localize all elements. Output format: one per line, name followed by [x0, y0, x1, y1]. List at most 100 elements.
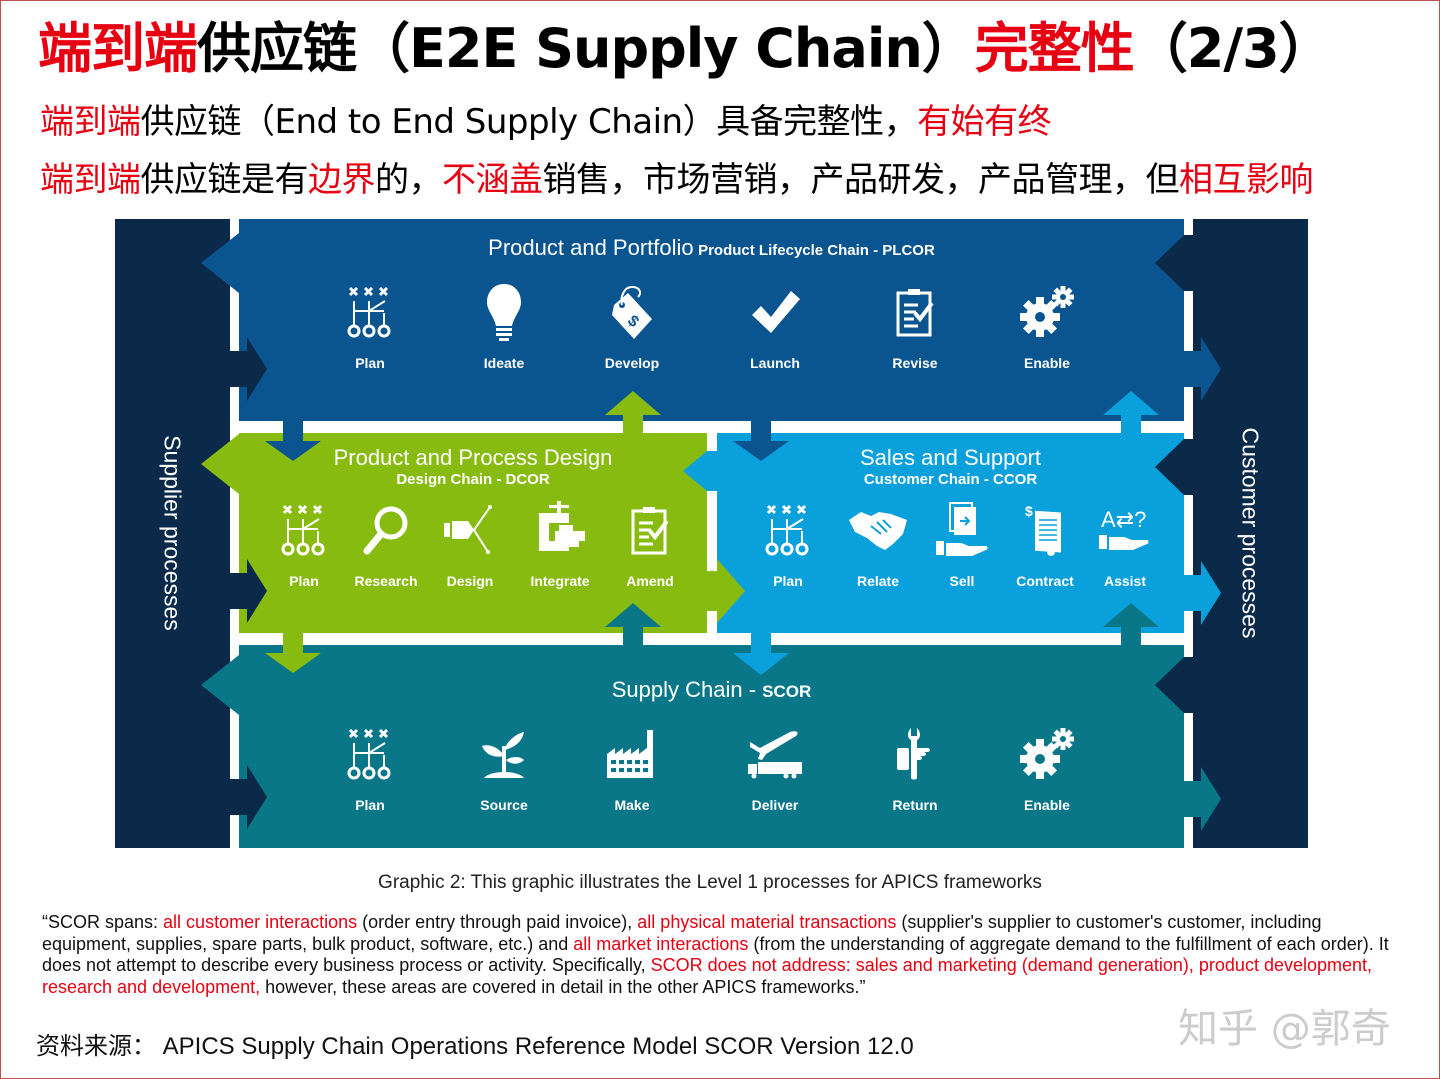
process-enable: Enable [992, 723, 1102, 813]
process-label: Develop [604, 355, 660, 371]
plcor-title-main: Product and Portfolio [488, 235, 694, 260]
process-label: Plan [355, 797, 385, 813]
text-red: 端到端 [40, 102, 141, 142]
plcor-title: Product and Portfolio Product Lifecycle … [239, 235, 1184, 261]
process-source: Source [449, 723, 559, 813]
quote-text: (supplier's supplier to customer's custo… [42, 912, 1322, 954]
dcor-title-main: Product and Process Design [333, 445, 613, 470]
process-label: Relate [856, 573, 900, 589]
scor-title: Supply Chain - SCOR [239, 677, 1184, 703]
process-label: Source [480, 797, 528, 813]
magnifier-icon [331, 499, 441, 561]
slide-title: 端到端供应链（E2E Supply Chain）完整性（2/3） [38, 14, 1333, 84]
process-plan: Plan [733, 499, 843, 589]
plcor-title-sub: Product Lifecycle Chain - PLCOR [698, 242, 935, 259]
process-label: Launch [750, 355, 800, 371]
process-amend: Amend [595, 499, 705, 589]
dcor-band: Product and Process Design Design Chain … [239, 433, 707, 633]
process-label: Research [354, 573, 418, 589]
process-relate: Relate [823, 499, 933, 589]
apics-frameworks-diagram: Supplier processes Customer processes Pr… [115, 219, 1308, 848]
process-label: Return [892, 797, 938, 813]
source-citation: 资料来源： APICS Supply Chain Operations Refe… [36, 1033, 914, 1060]
process-label: Amend [626, 573, 674, 589]
handshake-icon [823, 499, 933, 561]
process-ideate: Ideate [449, 281, 559, 371]
ccor-title: Sales and Support Customer Chain - CCOR [717, 445, 1184, 488]
ccor-title-sub: Customer Chain - CCOR [863, 471, 1038, 488]
process-research: Research [331, 499, 441, 589]
process-make: Make [577, 723, 687, 813]
process-contract: $ Contract [990, 499, 1100, 589]
plan-icon [249, 499, 359, 561]
text: 销售，市场营销，产品研发，产品管理，但 [542, 160, 1180, 200]
process-integrate: Integrate [505, 499, 615, 589]
plcor-band: Product and Portfolio Product Lifecycle … [239, 219, 1184, 421]
process-label: Plan [773, 573, 803, 589]
quote-text: however, these areas are covered in deta… [260, 976, 866, 997]
process-plan: Plan [249, 499, 359, 589]
process-design: Design [415, 499, 525, 589]
dcor-title: Product and Process Design Design Chain … [239, 445, 707, 488]
title-red-2: 完整性 [974, 17, 1135, 80]
design-tool-icon [415, 499, 525, 561]
plane-truck-icon [720, 723, 830, 785]
process-label: Plan [355, 355, 385, 371]
text-red: 相互影响 [1179, 160, 1314, 200]
ccor-band: Sales and Support Customer Chain - CCOR … [717, 433, 1184, 633]
process-plan: Plan [315, 723, 425, 813]
text: 供应链是有 [140, 160, 309, 200]
subtitle-line-1: 端到端供应链（End to End Supply Chain）具备完整性，有始有… [40, 98, 1052, 146]
process-label: Assist [1103, 573, 1147, 589]
title-red-1: 端到端 [38, 17, 198, 80]
clamp-icon [505, 499, 615, 561]
hand-document-icon [907, 499, 1017, 561]
plan-icon [733, 499, 843, 561]
scor-quote: “SCOR spans: all customer interactions (… [42, 912, 1412, 998]
quote-text: (order entry through paid invoice), [357, 912, 638, 932]
process-revise: Revise [860, 281, 970, 371]
svg-text:$: $ [1025, 503, 1033, 519]
process-label: Design [446, 573, 494, 589]
quote-highlight: all customer interactions [163, 912, 358, 932]
process-assist: A⇄? Assist [1070, 499, 1180, 589]
zhihu-watermark: 知乎 @郭奇 [1178, 1006, 1391, 1052]
quote-highlight: all physical material transactions [637, 912, 897, 932]
process-label: Integrate [530, 573, 590, 589]
process-label: Revise [892, 355, 938, 371]
process-sell: Sell [907, 499, 1017, 589]
text: 的， [375, 160, 443, 200]
process-label: Ideate [483, 355, 525, 371]
quote-text: “SCOR spans: [42, 912, 164, 932]
process-label: Sell [949, 573, 975, 589]
process-label: Make [614, 797, 650, 813]
price-tag-icon: $ [577, 281, 687, 343]
process-label: Enable [1024, 355, 1070, 371]
scor-band: Supply Chain - SCOR Plan Source Make Del… [239, 645, 1184, 848]
gears-icon [992, 723, 1102, 785]
hand-question-icon: A⇄? [1070, 499, 1180, 561]
text-red: 边界 [308, 160, 376, 200]
process-label: Contract [1016, 573, 1074, 589]
scor-title-main: Supply Chain - [611, 677, 763, 702]
quote-highlight: SCOR does not address: sales and marketi… [42, 955, 1373, 997]
process-deliver: Deliver [720, 723, 830, 813]
process-launch: Launch [720, 281, 830, 371]
title-text-2: （2/3） [1133, 17, 1333, 80]
contract-icon: $ [990, 499, 1100, 561]
plan-icon [315, 281, 425, 343]
process-label: Deliver [751, 797, 799, 813]
ccor-title-main: Sales and Support [859, 445, 1042, 470]
sprout-icon [449, 723, 559, 785]
checkmark-icon [720, 281, 830, 343]
process-enable: Enable [992, 281, 1102, 371]
process-label: Plan [289, 573, 319, 589]
supplier-processes-bar: Supplier processes [115, 219, 230, 848]
process-label: Enable [1024, 797, 1070, 813]
process-return: Return [860, 723, 970, 813]
quote-highlight: all market interactions [573, 933, 749, 954]
clipboard-check-icon [860, 281, 970, 343]
text-red: 不涵盖 [442, 160, 543, 200]
factory-icon [577, 723, 687, 785]
subtitle-line-2: 端到端供应链是有边界的，不涵盖销售，市场营销，产品研发，产品管理，但相互影响 [40, 156, 1314, 204]
